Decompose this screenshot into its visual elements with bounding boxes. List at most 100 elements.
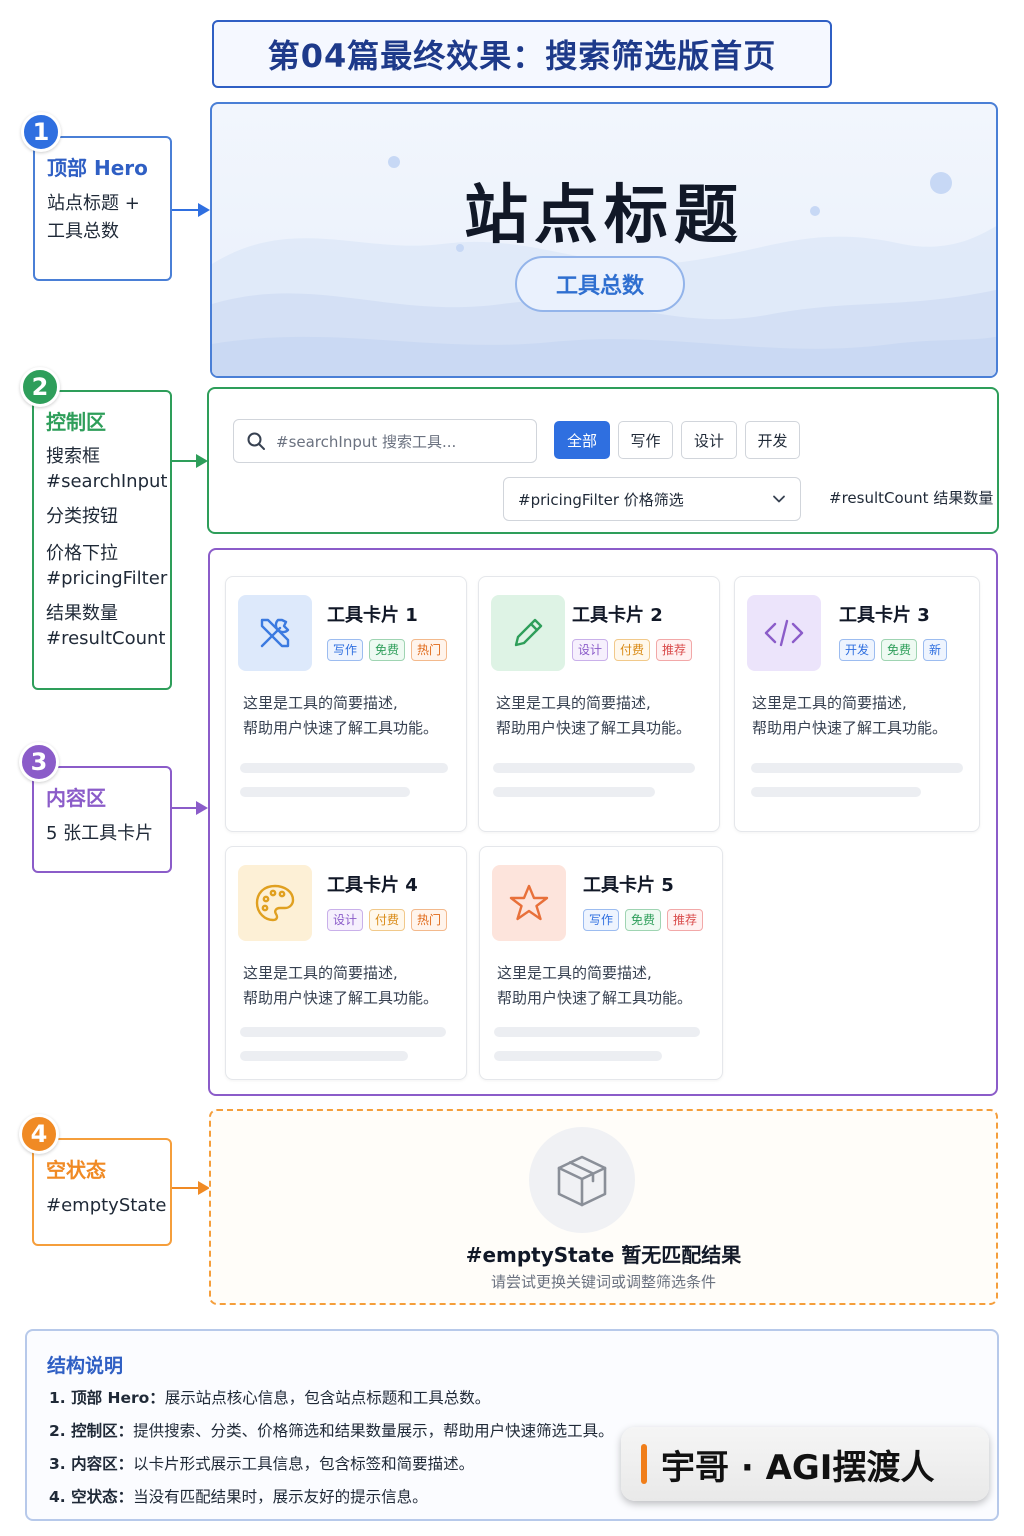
step-line: #pricingFilter xyxy=(46,568,168,589)
desc-line: 这里是工具的简要描述, xyxy=(497,964,652,982)
site-title: 站点标题 xyxy=(464,179,744,253)
tag: 免费 xyxy=(625,909,662,931)
tag: 写作 xyxy=(583,909,620,931)
desc-line: 帮助用户快速了解工具功能。 xyxy=(496,719,692,737)
step-line: 工具总数 xyxy=(47,221,119,242)
note-text: 以卡片形式展示工具信息，包含标签和简要描述。 xyxy=(133,1455,475,1473)
tag: 开发 xyxy=(839,639,876,661)
step-line: 站点标题 + xyxy=(47,193,140,214)
tag: 热门 xyxy=(411,909,448,931)
category-button-dev[interactable]: 开发 xyxy=(745,421,800,459)
card-description: 这里是工具的简要描述, 帮助用户快速了解工具功能。 xyxy=(243,961,438,1011)
note-item: 1. 顶部 Hero：展示站点核心信息，包含站点标题和工具总数。 xyxy=(49,1386,490,1408)
step-title: 内容区 xyxy=(46,786,106,810)
desc-line: 这里是工具的简要描述, xyxy=(752,694,907,712)
empty-state-section: #emptyState 暂无匹配结果 请尝试更换关键词或调整筛选条件 xyxy=(209,1109,998,1305)
card-title: 工具卡片 3 xyxy=(839,605,930,626)
step-title: 控制区 xyxy=(46,410,106,434)
tag-list: 设计 付费 推荐 xyxy=(572,639,693,661)
desc-line: 帮助用户快速了解工具功能。 xyxy=(752,719,948,737)
palette-icon xyxy=(238,865,312,941)
tag: 推荐 xyxy=(667,909,704,931)
decor-dot xyxy=(810,206,820,216)
card-description: 这里是工具的简要描述, 帮助用户快速了解工具功能。 xyxy=(497,961,692,1011)
tools-icon xyxy=(238,595,312,671)
control-section: #searchInput 搜索工具... 全部 写作 设计 开发 #pricin… xyxy=(207,387,999,534)
note-label: 2. 控制区： xyxy=(49,1422,134,1440)
tag: 设计 xyxy=(327,909,364,931)
step-label-control: 控制区 搜索框 #searchInput 分类按钮 价格下拉 #pricingF… xyxy=(32,390,172,690)
tag: 付费 xyxy=(614,639,651,661)
pricing-filter-value: #pricingFilter 价格筛选 xyxy=(518,490,684,509)
search-placeholder: #searchInput 搜索工具... xyxy=(276,432,457,451)
note-text: 展示站点核心信息，包含站点标题和工具总数。 xyxy=(164,1389,491,1407)
step-badge-4: 4 xyxy=(19,1114,59,1154)
card-title: 工具卡片 5 xyxy=(583,875,674,896)
desc-line: 这里是工具的简要描述, xyxy=(496,694,651,712)
result-count: #resultCount 结果数量 xyxy=(829,489,994,507)
tag: 付费 xyxy=(369,909,406,931)
step-line: 价格下拉 xyxy=(46,543,118,564)
empty-state-subtitle: 请尝试更换关键词或调整筛选条件 xyxy=(490,1273,716,1291)
card-description: 这里是工具的简要描述, 帮助用户快速了解工具功能。 xyxy=(752,691,947,741)
arrow xyxy=(172,454,208,468)
arrow xyxy=(172,203,210,217)
step-line: 搜索框 xyxy=(46,446,100,467)
skeleton-line xyxy=(493,763,695,773)
step-line: #emptyState xyxy=(46,1195,167,1216)
content-section: 工具卡片 1 写作 免费 热门 这里是工具的简要描述, 帮助用户快速了解工具功能… xyxy=(208,548,998,1096)
skeleton-line xyxy=(240,787,410,797)
category-button-writing[interactable]: 写作 xyxy=(618,421,673,459)
step-title: 顶部 Hero xyxy=(47,156,148,180)
hero-section: 站点标题 工具总数 xyxy=(210,102,998,378)
desc-line: 帮助用户快速了解工具功能。 xyxy=(243,719,439,737)
note-text: 当没有匹配结果时，展示友好的提示信息。 xyxy=(133,1488,428,1506)
card-description: 这里是工具的简要描述, 帮助用户快速了解工具功能。 xyxy=(243,691,438,741)
empty-state-title: #emptyState 暂无匹配结果 xyxy=(465,1243,742,1267)
step-badge-3: 3 xyxy=(19,742,59,782)
watermark-accent-bar xyxy=(641,1444,647,1484)
tag: 免费 xyxy=(369,639,406,661)
desc-line: 这里是工具的简要描述, xyxy=(243,964,398,982)
chevron-down-icon xyxy=(773,495,785,503)
tool-card[interactable]: 工具卡片 4 设计 付费 热门 这里是工具的简要描述, 帮助用户快速了解工具功能… xyxy=(225,846,467,1080)
tool-card[interactable]: 工具卡片 3 开发 免费 新 这里是工具的简要描述, 帮助用户快速了解工具功能。 xyxy=(734,576,980,832)
skeleton-line xyxy=(240,1027,446,1037)
note-label: 4. 空状态： xyxy=(49,1488,134,1506)
skeleton-line xyxy=(751,763,963,773)
step-line: #searchInput xyxy=(46,471,168,492)
category-button-design[interactable]: 设计 xyxy=(681,421,737,459)
arrow xyxy=(172,801,208,815)
skeleton-line xyxy=(494,1051,662,1061)
category-button-all[interactable]: 全部 xyxy=(554,421,610,459)
decor-dot xyxy=(388,156,400,168)
page-title: 第04篇最终效果：搜索筛选版首页 xyxy=(212,20,832,88)
tool-count-badge: 工具总数 xyxy=(515,256,685,312)
watermark-badge: 宇哥 · AGI摆渡人 xyxy=(621,1427,989,1501)
desc-line: 帮助用户快速了解工具功能。 xyxy=(243,989,439,1007)
tag: 设计 xyxy=(572,639,609,661)
desc-line: 帮助用户快速了解工具功能。 xyxy=(497,989,693,1007)
code-icon xyxy=(747,595,821,671)
step-label-hero: 顶部 Hero 站点标题 + 工具总数 xyxy=(33,136,172,281)
tool-card[interactable]: 工具卡片 5 写作 免费 推荐 这里是工具的简要描述, 帮助用户快速了解工具功能… xyxy=(479,846,723,1080)
note-item: 4. 空状态：当没有匹配结果时，展示友好的提示信息。 xyxy=(49,1485,428,1507)
skeleton-line xyxy=(751,787,921,797)
tool-card[interactable]: 工具卡片 1 写作 免费 热门 这里是工具的简要描述, 帮助用户快速了解工具功能… xyxy=(225,576,467,832)
step-line: 分类按钮 xyxy=(46,506,118,527)
star-icon xyxy=(492,865,566,941)
tag-list: 写作 免费 热门 xyxy=(327,639,448,661)
pricing-filter-select[interactable]: #pricingFilter 价格筛选 xyxy=(503,477,801,521)
tag-list: 设计 付费 热门 xyxy=(327,909,448,931)
step-line: 5 张工具卡片 xyxy=(46,823,154,844)
step-badge-2: 2 xyxy=(20,367,60,407)
search-input[interactable]: #searchInput 搜索工具... xyxy=(233,419,537,463)
tag: 新 xyxy=(923,639,948,661)
tool-card[interactable]: 工具卡片 2 设计 付费 推荐 这里是工具的简要描述, 帮助用户快速了解工具功能… xyxy=(478,576,720,832)
arrow xyxy=(172,1181,210,1195)
note-item: 3. 内容区：以卡片形式展示工具信息，包含标签和简要描述。 xyxy=(49,1452,474,1474)
skeleton-line xyxy=(240,1051,408,1061)
step-label-empty: 空状态 #emptyState xyxy=(32,1138,172,1246)
note-label: 3. 内容区： xyxy=(49,1455,134,1473)
skeleton-line xyxy=(240,763,448,773)
